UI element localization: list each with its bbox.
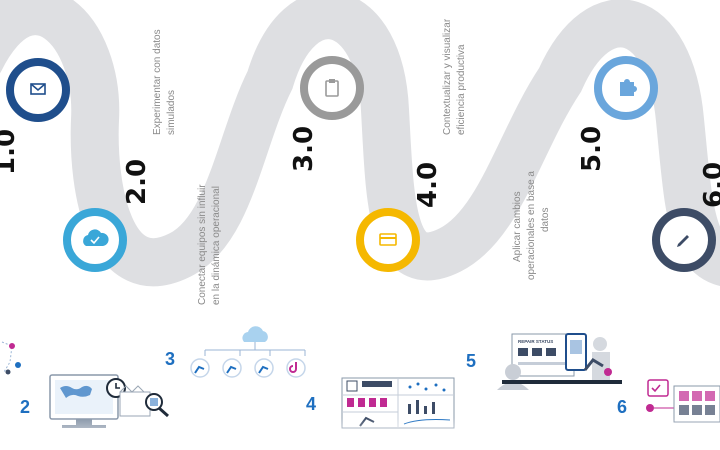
milestone-1-desc-line-2: simulados [166, 90, 177, 135]
milestone-4-ring [356, 208, 420, 272]
milestone-3-desc-line-1: Contextualizar y visualizar [442, 18, 453, 135]
factory-icon [119, 391, 151, 417]
milestone-5-desc-line-2: operacionales en base a [526, 171, 537, 280]
step-4-number: 4 [306, 394, 316, 414]
clipboard-icon [325, 79, 339, 97]
milestone-3-ring [300, 56, 364, 120]
milestone-1-desc-line-1: Experimentar con datos [152, 29, 163, 135]
alert-icon [646, 404, 654, 412]
envelope-icon [30, 83, 46, 95]
step-3-illustration: 3 [165, 326, 306, 378]
step-3-number: 3 [165, 349, 175, 369]
pencil-icon [677, 235, 689, 247]
step-6-illustration: 6 [617, 379, 720, 423]
pin-icon [5, 369, 11, 375]
milestone-2: 2.0 Conectar equipos sin influir en la d… [63, 159, 222, 305]
map-pins-illustration [1, 341, 21, 375]
pin-icon [9, 343, 15, 349]
repair-status-title: REPAIR STATUS [518, 339, 553, 344]
step-2-number: 2 [20, 397, 30, 417]
milestone-5-desc-line-1: Aplicar cambios [512, 191, 523, 262]
milestone-5: 5.0 Aplicar cambios operacionales en bas… [512, 56, 658, 280]
road-path [0, 0, 720, 287]
step-2-illustration: 2 [20, 374, 169, 428]
puzzle-icon [620, 79, 637, 96]
milestone-6-version: 6.0 [699, 162, 720, 208]
bottom-fade [0, 418, 720, 450]
milestone-3-version: 3.0 [289, 126, 319, 172]
milestone-5-version: 5.0 [577, 126, 607, 172]
person-icon [593, 337, 607, 351]
milestone-4-version: 4.0 [413, 162, 443, 208]
step-5-number: 5 [466, 351, 476, 371]
world-map-icon [60, 385, 92, 398]
person-icon [505, 364, 521, 380]
step-6-number: 6 [617, 397, 627, 417]
milestone-2-desc-line-1: Conectar equipos sin influir [197, 184, 208, 305]
cloud-icon [242, 326, 268, 342]
milestone-4: 4.0 [356, 162, 443, 272]
milestone-2-desc-line-2: en la dinámica operacional [211, 186, 222, 305]
milestone-2-version: 2.0 [122, 159, 152, 205]
robot-arm-icon [583, 358, 604, 371]
card-icon [379, 233, 397, 246]
milestone-3: 3.0 Contextualizar y visualizar eficienc… [289, 18, 467, 172]
milestone-6: 6.0 [652, 162, 720, 272]
cloud-check-icon [83, 229, 109, 246]
milestone-1-version: 1.0 [0, 129, 21, 175]
step-5-illustration: 5 REPAIR STATUS [466, 333, 622, 390]
milestone-3-desc-line-2: eficiencia productiva [456, 44, 467, 135]
milestone-5-desc-line-3: datos [540, 208, 551, 232]
pin-icon [15, 362, 21, 368]
milestone-1: 1.0 Experimentar con datos simulados [0, 29, 177, 175]
